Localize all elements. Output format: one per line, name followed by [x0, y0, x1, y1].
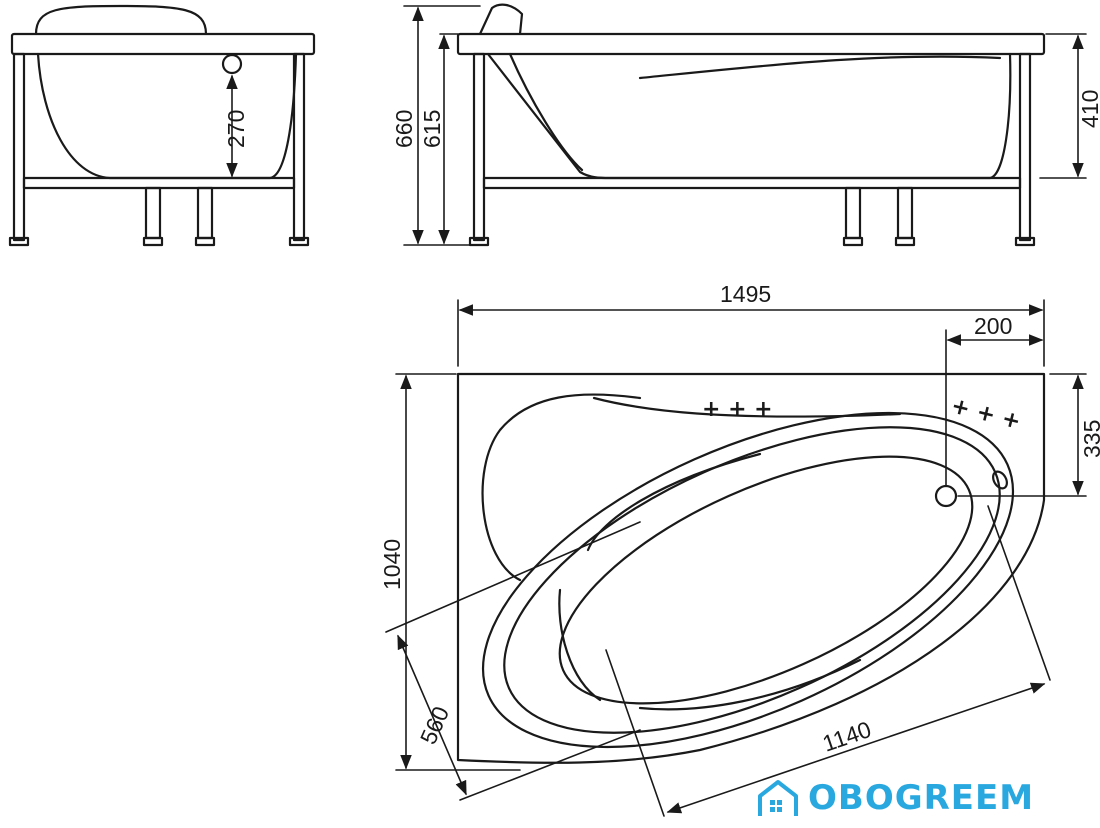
dim-line-560 [397, 634, 467, 796]
front-support-1 [844, 186, 862, 240]
foot-4 [288, 236, 310, 247]
jets-left: + + + [702, 397, 773, 422]
front-shade-curve [638, 55, 1002, 80]
dim-label-615: 615 [419, 110, 445, 148]
front-foot-3 [894, 236, 916, 247]
seat-curve-1 [586, 452, 762, 552]
front-leg-right [1018, 52, 1032, 242]
inner-oval [558, 455, 974, 705]
dim-label-1040: 1040 [379, 539, 405, 590]
dim-label-1495: 1495 [720, 281, 771, 307]
front-view: 660 615 410 [391, 3, 1100, 247]
dim-label-270: 270 [223, 110, 249, 148]
headrest-lobe [481, 393, 642, 582]
headrest [34, 4, 208, 36]
ext-1140-a [605, 649, 665, 817]
dim-label-335: 335 [1079, 420, 1100, 458]
drain-circle [934, 484, 958, 508]
leg-left [12, 52, 26, 242]
front-leg-left [472, 52, 486, 242]
front-foot-4 [1014, 236, 1036, 247]
foot-3 [194, 236, 216, 247]
dim-label-410: 410 [1077, 90, 1100, 128]
front-foot-2 [842, 236, 864, 247]
leg-right [292, 52, 306, 242]
foot-2 [142, 236, 164, 247]
front-headrest [478, 3, 524, 36]
seat-curve-2 [558, 588, 602, 702]
front-rim [456, 32, 1046, 56]
support-leg-1 [144, 186, 162, 240]
jets-right: + + + [949, 394, 1024, 435]
support-leg-2 [196, 186, 214, 240]
ext-560-a [385, 521, 641, 633]
front-tub-body [486, 52, 1012, 180]
house-icon [758, 780, 798, 816]
foot-1 [8, 236, 30, 247]
overflow-hole [992, 470, 1008, 490]
side-view: 270 [8, 4, 316, 247]
top-view: + + + + + + 1495 200 335 1040 560 1140 [379, 281, 1100, 817]
dim-label-660: 660 [391, 110, 417, 148]
front-crossbar [482, 176, 1022, 190]
dim-label-560: 560 [415, 702, 454, 748]
middle-oval [503, 426, 1001, 734]
tub-outline [456, 372, 1046, 764]
crossbar [22, 176, 296, 190]
front-back-slope [508, 52, 584, 172]
brand-logo: OBOGREEM [756, 772, 1034, 824]
overflow-circle [221, 53, 243, 75]
rim [10, 32, 316, 56]
ext-1140-b [987, 505, 1051, 681]
dim-line-1140 [666, 682, 1046, 814]
front-foot-1 [468, 236, 490, 247]
front-support-2 [896, 186, 914, 240]
tub-body [36, 52, 298, 180]
dim-label-200: 200 [974, 313, 1012, 339]
brand-name: OBOGREEM [808, 778, 1035, 818]
ext-560-b [459, 729, 641, 801]
